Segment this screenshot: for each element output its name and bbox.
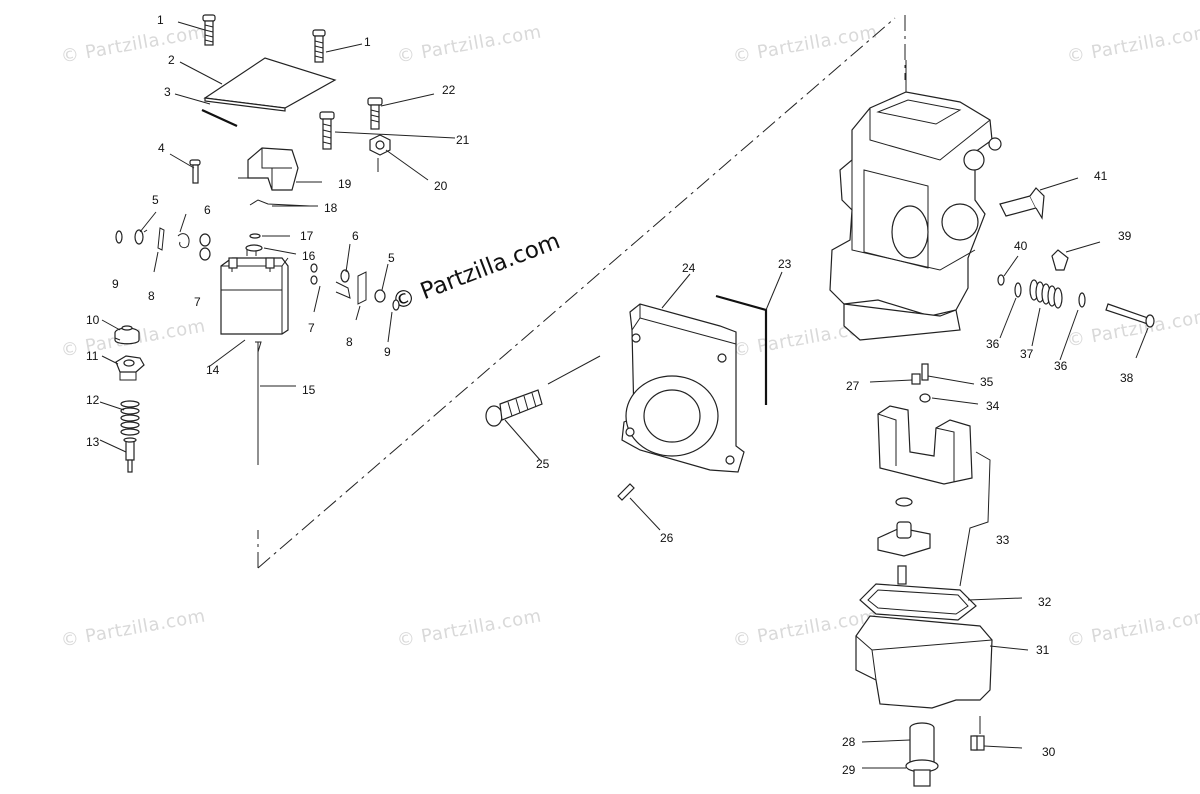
bracket-line bbox=[959, 451, 991, 587]
spring-icon bbox=[120, 400, 140, 436]
callout-label: 2 bbox=[168, 53, 175, 67]
callout-label: 19 bbox=[338, 177, 352, 191]
intake-adapter-icon bbox=[621, 303, 745, 473]
e-clip-icon bbox=[245, 233, 263, 252]
callout-label: 8 bbox=[148, 289, 155, 303]
gasket-icon bbox=[204, 97, 286, 112]
callout-label: 8 bbox=[346, 335, 353, 349]
jet-icon bbox=[1051, 241, 1101, 271]
callout-label: 34 bbox=[986, 399, 1000, 413]
callout-label: 9 bbox=[384, 345, 391, 359]
callout-label: 36 bbox=[986, 337, 1000, 351]
callout-label: 26 bbox=[660, 531, 674, 545]
main-jet-icon bbox=[905, 722, 939, 787]
bushing-icon bbox=[199, 233, 211, 261]
callout-label: 24 bbox=[682, 261, 696, 275]
callout-label: 18 bbox=[324, 201, 338, 215]
screw-icon bbox=[367, 97, 383, 130]
fitting-icon bbox=[999, 177, 1079, 220]
callout-label: 11 bbox=[86, 349, 99, 363]
callout-label: 21 bbox=[456, 133, 470, 147]
callout-label: 15 bbox=[302, 383, 316, 397]
callout-label: 31 bbox=[1036, 643, 1050, 657]
washer-icon bbox=[997, 274, 1005, 286]
washer-icon bbox=[1078, 292, 1086, 308]
float-bowl-gasket-icon bbox=[859, 583, 977, 621]
throttle-slide-icon bbox=[220, 247, 289, 335]
clip-icon bbox=[157, 227, 190, 251]
callout-label: 6 bbox=[352, 229, 359, 243]
gasket-strip-icon bbox=[201, 108, 238, 128]
screw-icon bbox=[202, 14, 216, 46]
callout-label: 38 bbox=[1120, 371, 1134, 385]
bracket-icon bbox=[238, 147, 299, 191]
float-valve-icon bbox=[911, 363, 931, 403]
screw-icon bbox=[189, 159, 201, 184]
callout-label: 41 bbox=[1094, 169, 1108, 183]
screw-icon bbox=[319, 111, 335, 150]
callout-label: 28 bbox=[842, 735, 856, 749]
screw-icon bbox=[970, 716, 985, 751]
callout-label: 7 bbox=[308, 321, 315, 335]
callout-label: 13 bbox=[86, 435, 100, 449]
adjust-screw-icon bbox=[1105, 303, 1155, 328]
clip-icon bbox=[249, 199, 311, 207]
callout-label: 6 bbox=[204, 203, 211, 217]
callout-label: 7 bbox=[194, 295, 201, 309]
callout-label: 32 bbox=[1038, 595, 1052, 609]
callout-label: 29 bbox=[842, 763, 856, 777]
pin-icon bbox=[617, 483, 635, 501]
callout-label: 23 bbox=[778, 257, 792, 271]
callout-label: 9 bbox=[112, 277, 119, 291]
spring-icon bbox=[1029, 279, 1063, 309]
needle-seat-icon bbox=[877, 521, 931, 585]
callout-label: 39 bbox=[1118, 229, 1132, 243]
callout-label: 14 bbox=[206, 363, 220, 377]
plunger-icon bbox=[123, 437, 137, 473]
callout-label: 33 bbox=[996, 533, 1010, 547]
callout-label: 37 bbox=[1020, 347, 1034, 361]
callout-label: 4 bbox=[158, 141, 165, 155]
screw-icon bbox=[312, 29, 326, 63]
callout-label: 1 bbox=[364, 35, 371, 49]
callout-label: 40 bbox=[1014, 239, 1028, 253]
callout-label: 30 bbox=[1042, 745, 1056, 759]
callout-label: 12 bbox=[86, 393, 100, 407]
callout-label: 16 bbox=[302, 249, 316, 263]
callout-label: 27 bbox=[846, 379, 860, 393]
callout-label: 20 bbox=[434, 179, 448, 193]
float-bowl-icon bbox=[855, 615, 993, 709]
bolt-icon bbox=[485, 355, 601, 427]
callout-label: 22 bbox=[442, 83, 456, 97]
callout-label: 3 bbox=[164, 85, 171, 99]
washer-icon bbox=[310, 263, 400, 311]
o-ring-icon bbox=[895, 497, 913, 507]
nut-icon bbox=[369, 134, 391, 172]
callout-label: 17 bbox=[300, 229, 314, 243]
float-icon bbox=[877, 405, 973, 485]
callout-label: 5 bbox=[388, 251, 395, 265]
carburetor-body-icon bbox=[829, 60, 1002, 341]
nut-icon bbox=[115, 355, 145, 381]
cap-icon bbox=[114, 325, 140, 345]
callout-label: 35 bbox=[980, 375, 994, 389]
callout-label: 25 bbox=[536, 457, 550, 471]
callout-label: 36 bbox=[1054, 359, 1068, 373]
washer-icon bbox=[115, 229, 148, 245]
callout-label: 5 bbox=[152, 193, 159, 207]
washer-icon bbox=[1014, 282, 1022, 298]
pin-icon bbox=[153, 251, 159, 273]
separator-line bbox=[257, 15, 906, 569]
callout-label: 1 bbox=[157, 13, 164, 27]
callout-label: 10 bbox=[86, 313, 100, 327]
